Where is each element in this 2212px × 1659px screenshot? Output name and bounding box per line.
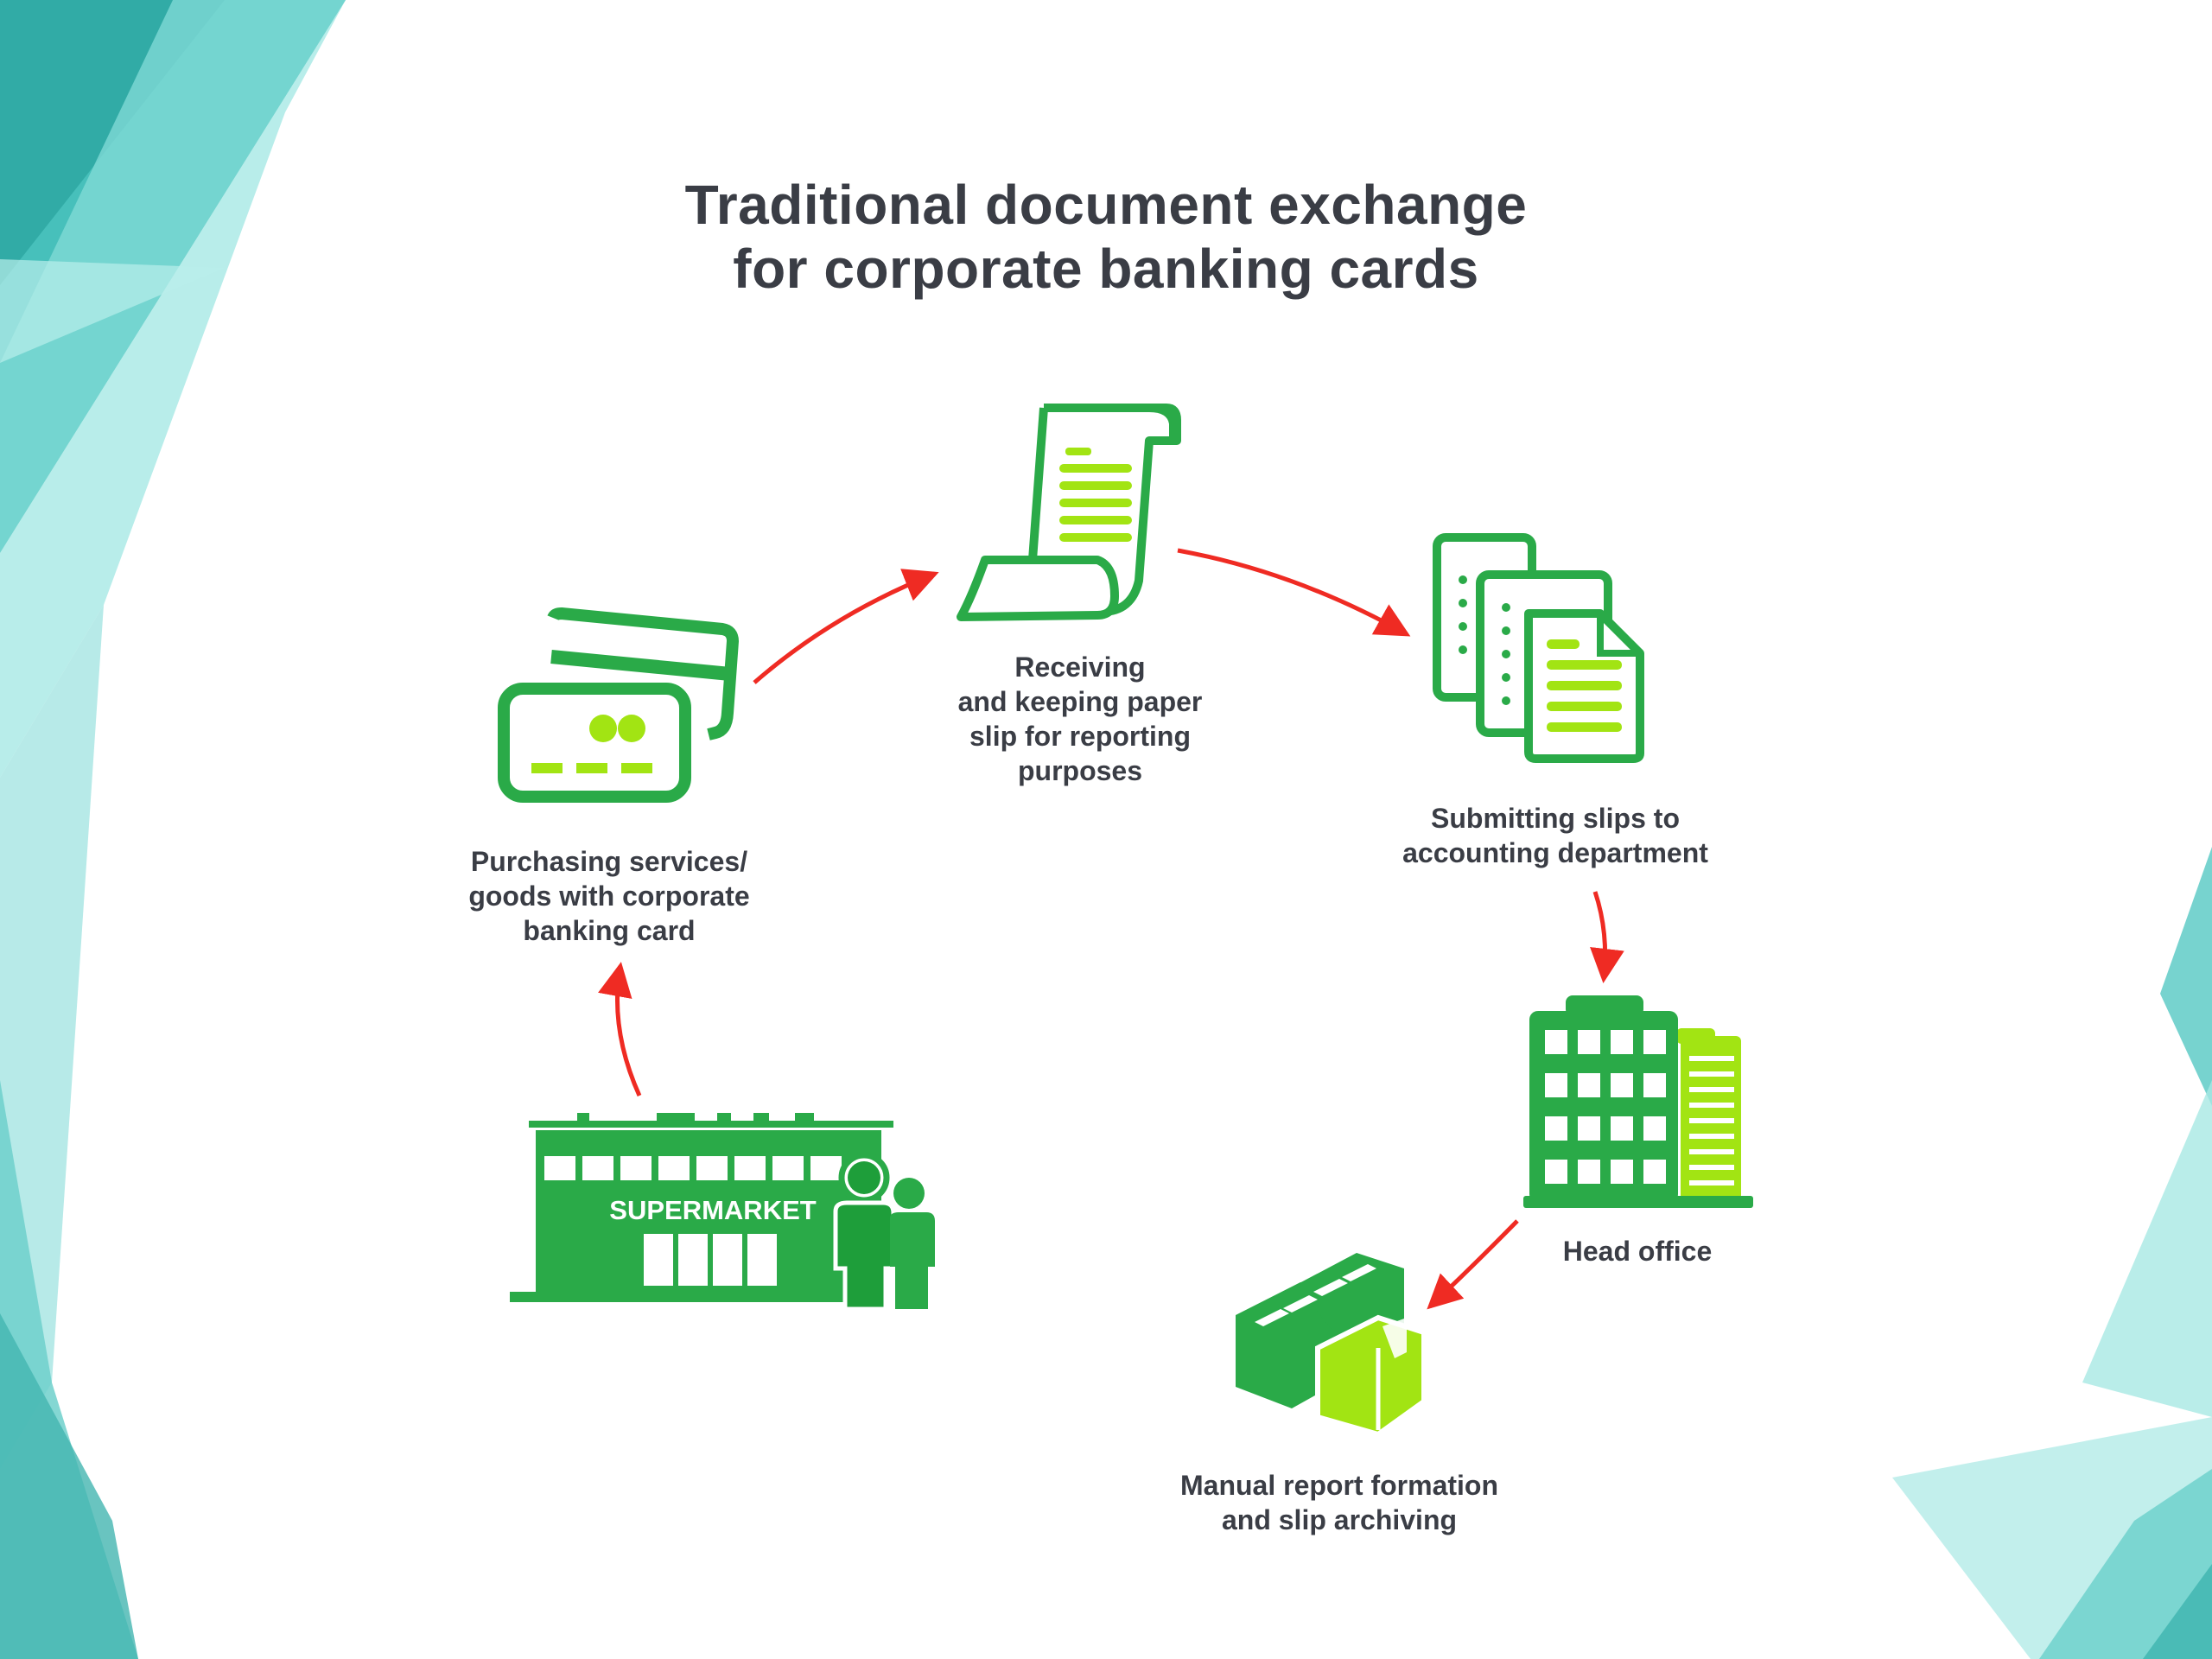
supermarket-icon: SUPERMARKET [510,1113,935,1312]
step-label-receiving: Receiving and keeping paper slip for rep… [907,650,1253,788]
step-label-manual-report: Manual report formation and slip archivi… [1080,1468,1599,1537]
label-line: and keeping paper [957,686,1203,717]
office-building-icon [1523,995,1753,1208]
arrow-submit-to-office [1590,891,1624,983]
step-label-submitting: Submitting slips to accounting departmen… [1339,801,1771,870]
arrow-card-to-slip [753,569,939,684]
flow-arrows [598,548,1624,1310]
diagram-title: Traditional document exchange for corpor… [501,173,1711,301]
label-line: purposes [1017,755,1143,786]
arrow-office-to-archive [1427,1219,1519,1310]
step-label-head-office: Head office [1469,1234,1806,1268]
step-label-purchasing: Purchasing services/ goods with corporat… [415,844,804,948]
label-line: Manual report formation [1179,1470,1498,1501]
label-line: goods with corporate [468,880,750,912]
archive-boxes-icon [1236,1253,1427,1438]
label-line: Purchasing services/ [470,846,748,877]
arrow-slip-to-submit [1177,548,1411,637]
arrow-supermarket-to-card [598,962,642,1097]
credit-cards-icon [498,607,739,803]
label-line: banking card [523,915,696,946]
documents-stack-icon [1433,533,1644,763]
label-line: accounting department [1402,837,1708,868]
label-line: Receiving [1014,652,1146,683]
title-line-2: for corporate banking cards [733,238,1479,300]
title-line-1: Traditional document exchange [684,174,1528,236]
label-line: slip for reporting [969,721,1191,752]
label-line: Submitting slips to [1431,803,1680,834]
supermarket-sign: SUPERMARKET [609,1195,816,1225]
receipt-scroll-icon [957,404,1181,621]
label-line: and slip archiving [1221,1504,1458,1535]
label-line: Head office [1562,1236,1713,1267]
